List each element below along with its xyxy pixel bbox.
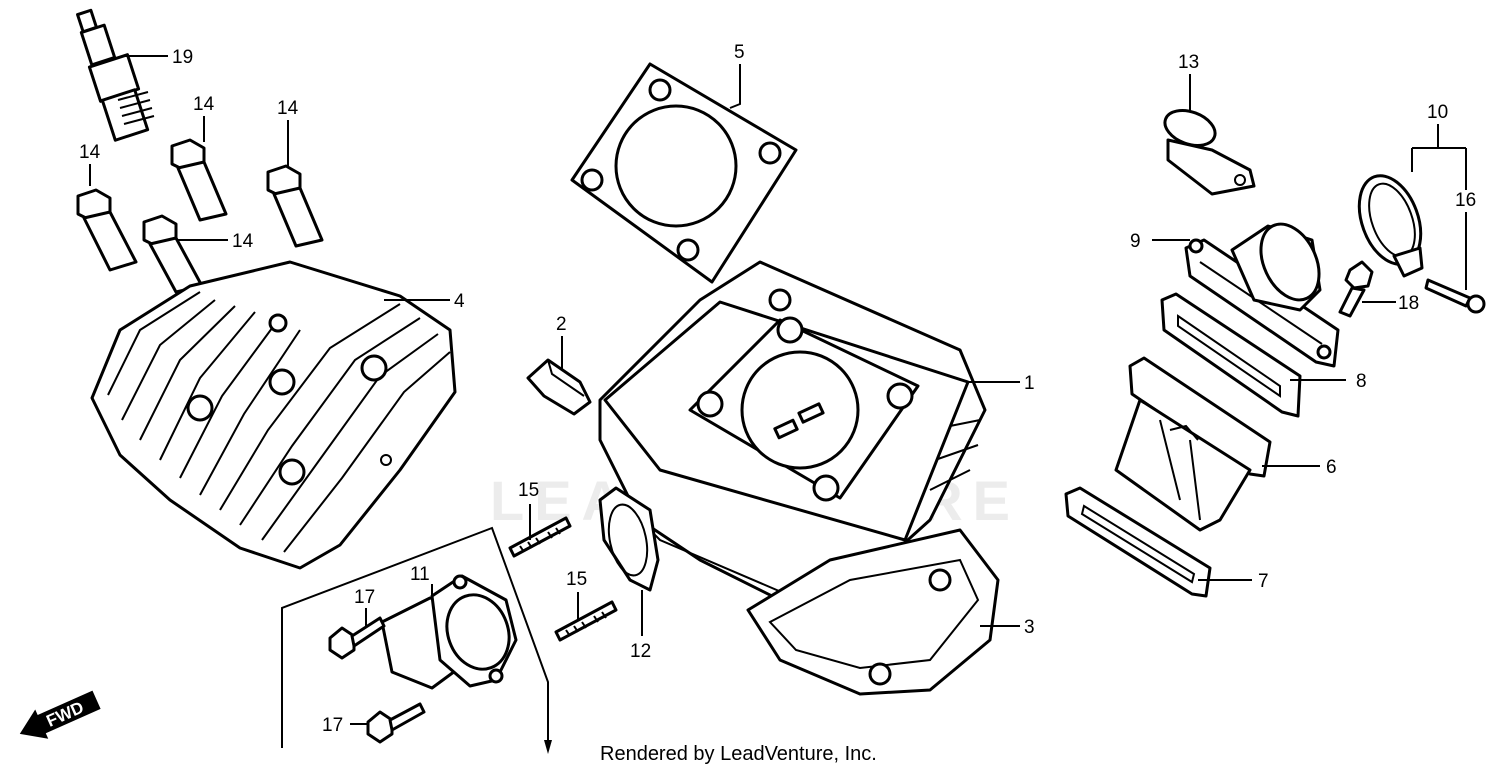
bolt-14-b xyxy=(170,138,228,222)
callout-18: 18 xyxy=(1398,293,1419,314)
callout-11: 11 xyxy=(410,564,430,585)
callout-15-a: 15 xyxy=(518,480,539,501)
callout-10: 10 xyxy=(1427,102,1448,123)
callout-19: 19 xyxy=(172,47,193,68)
head-gasket xyxy=(570,62,798,284)
callouts: 19 14 14 14 14 4 5 2 1 3 15 15 12 11 17 … xyxy=(79,42,1476,736)
base-gasket xyxy=(746,528,1000,696)
callout-4: 4 xyxy=(454,291,465,312)
reed-gasket xyxy=(1064,486,1212,598)
callout-7: 7 xyxy=(1258,571,1269,592)
screw-16 xyxy=(1424,278,1486,314)
bolt-17-b xyxy=(366,702,426,744)
stud-15-b xyxy=(554,600,618,642)
callout-16: 16 xyxy=(1455,190,1476,211)
footer-credit: Rendered by LeadVenture, Inc. xyxy=(600,743,877,765)
stud-15-a xyxy=(508,516,572,558)
callout-15-b: 15 xyxy=(566,569,587,590)
callout-1: 1 xyxy=(1024,373,1035,394)
callout-14-b: 14 xyxy=(193,94,215,115)
cylinder-head xyxy=(90,260,457,570)
callout-14-a: 14 xyxy=(79,142,101,163)
callout-17-a: 17 xyxy=(354,587,375,608)
reed-valve xyxy=(1114,356,1272,532)
callout-14-c: 14 xyxy=(277,98,299,119)
callout-5: 5 xyxy=(734,42,745,63)
callout-8: 8 xyxy=(1356,371,1367,392)
leader-lines xyxy=(89,55,1467,725)
callout-13: 13 xyxy=(1178,52,1199,73)
spark-plug xyxy=(76,8,155,142)
callout-2: 2 xyxy=(556,314,567,335)
bolt-14-a xyxy=(76,188,138,272)
callout-12: 12 xyxy=(630,641,651,662)
intake-pipe xyxy=(1184,222,1340,368)
fwd-label: FWD xyxy=(44,698,87,731)
inset-frame xyxy=(281,526,552,754)
callout-17-b: 17 xyxy=(322,715,343,736)
fwd-arrow: FWD xyxy=(19,690,101,739)
bolt-17-a xyxy=(328,616,386,660)
exhaust-gasket xyxy=(598,486,660,592)
intake-gasket xyxy=(1160,292,1302,418)
hose-clamp xyxy=(1357,174,1424,278)
bolt-18 xyxy=(1338,260,1374,318)
callout-9: 9 xyxy=(1130,231,1141,252)
bolt-14-c xyxy=(266,164,324,248)
bolt-14-d xyxy=(142,214,204,294)
callout-3: 3 xyxy=(1024,617,1035,638)
callout-6: 6 xyxy=(1326,457,1337,478)
hose-clip xyxy=(1163,109,1256,196)
cylinder xyxy=(598,260,987,612)
exhaust-flange xyxy=(380,574,518,690)
callout-14-d: 14 xyxy=(232,231,254,252)
clip xyxy=(526,358,592,416)
